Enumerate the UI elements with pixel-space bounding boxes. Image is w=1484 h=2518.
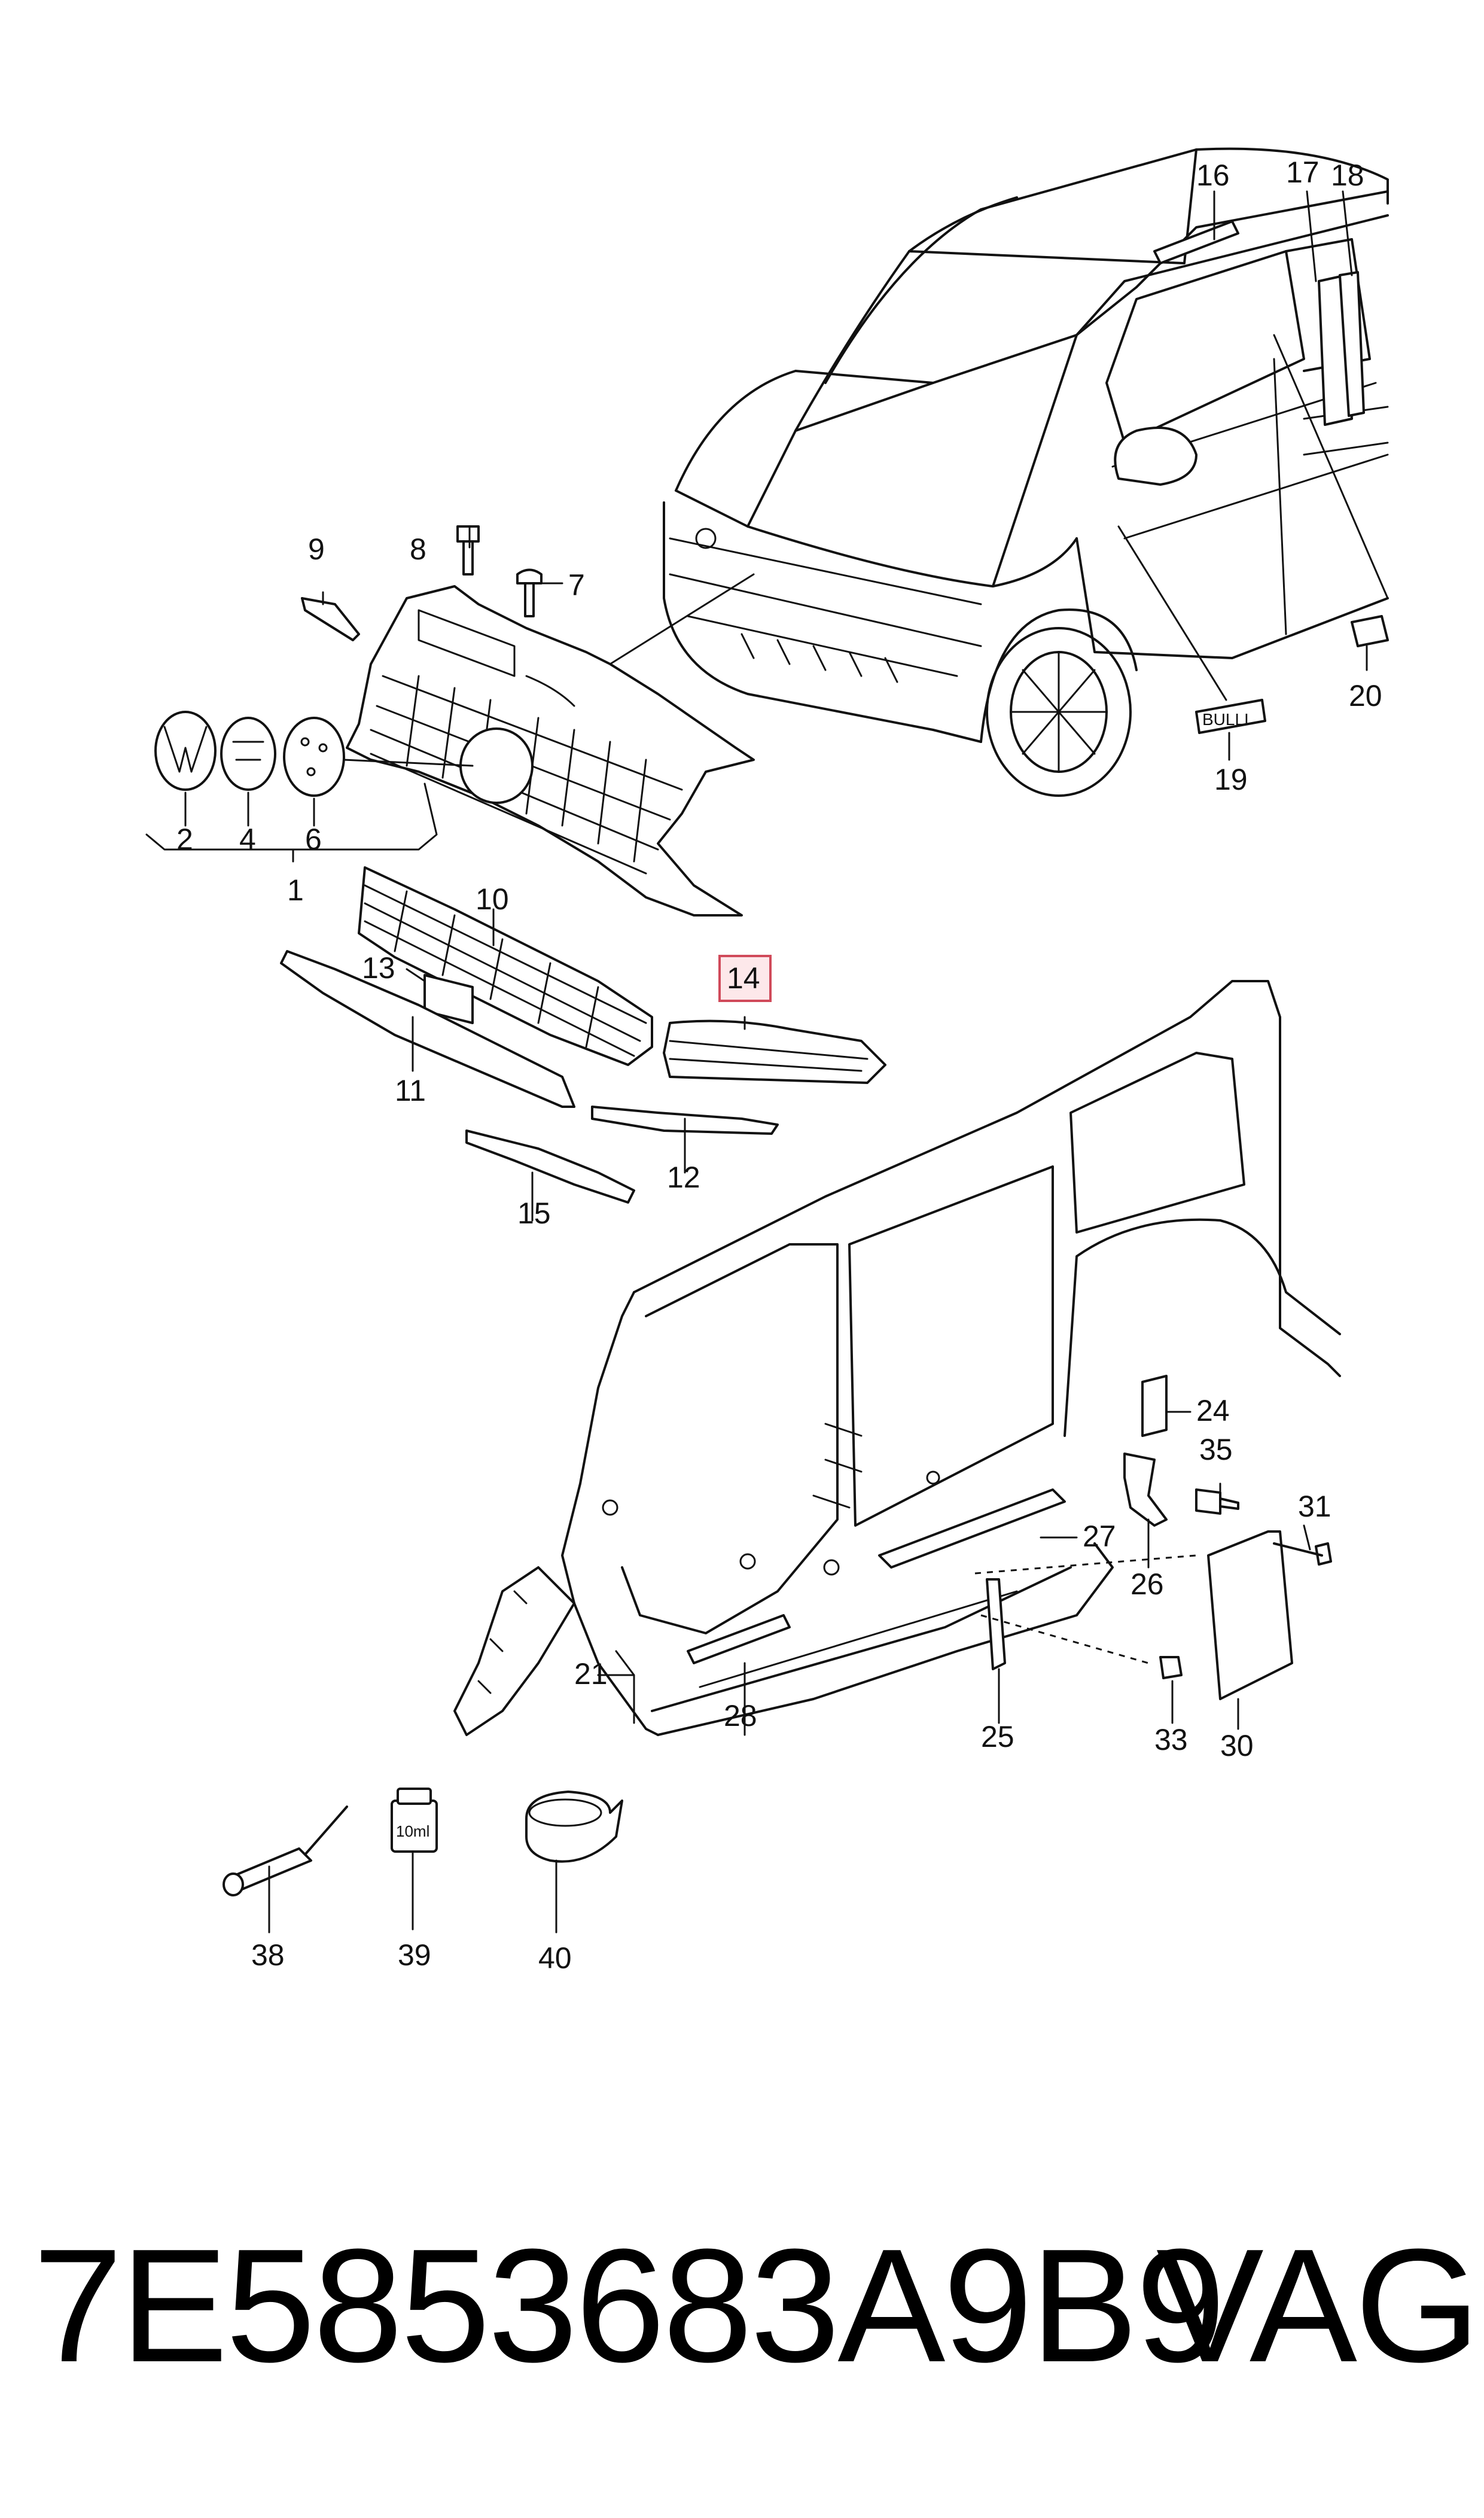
callout-40: 40 [538, 1941, 572, 1975]
callout-21: 21 [574, 1657, 608, 1691]
callout-27: 27 [1083, 1520, 1116, 1553]
callout-15: 15 [517, 1196, 551, 1230]
trim-strip-part-11 [280, 950, 575, 1108]
emblem-carrier-part-4 [220, 717, 276, 791]
bracket-part-9 [301, 597, 360, 641]
sill-trim-part-28 [687, 1614, 791, 1664]
grille-fasteners [301, 525, 543, 641]
screw-part-31 [1273, 1542, 1332, 1566]
emblem-base-part-6 [283, 717, 345, 797]
callout-2: 2 [176, 823, 193, 856]
callout-1: 1 [287, 873, 304, 907]
callout-33: 33 [1154, 1723, 1188, 1756]
parts-diagram: BULLI [145, 147, 1389, 1975]
screw-part-35 [1195, 1488, 1239, 1515]
callout-35: 35 [1199, 1433, 1233, 1466]
callout-16: 16 [1196, 159, 1230, 192]
plate-part-24 [1141, 1375, 1168, 1437]
leader-lines [145, 190, 1389, 1934]
lower-grilles [280, 866, 886, 1204]
brand-text: VAG [1156, 2216, 1480, 2396]
callout-6: 6 [305, 823, 322, 856]
callout-7: 7 [568, 568, 585, 602]
bolt-part-8 [456, 525, 480, 576]
callout-9: 9 [308, 532, 325, 566]
trim-strip-part-15 [465, 1129, 635, 1204]
callout-28: 28 [724, 1699, 757, 1733]
consumables: 10ml [223, 1788, 623, 1896]
callout-30: 30 [1220, 1729, 1254, 1762]
callout-4: 4 [239, 823, 256, 856]
sill-trim-part-27 [878, 1488, 1066, 1569]
part-number-text: 7E5853683A9B9 [33, 2216, 1226, 2396]
bottle-label-text: 10ml [396, 1822, 429, 1840]
lower-grille-part-10 [358, 866, 653, 1066]
callout-labels: 1 2 4 6 7 8 9 10 11 12 13 14 15 16 17 18… [176, 156, 1382, 1975]
main-grille [346, 585, 755, 917]
bracket-part-13 [423, 974, 474, 1024]
callout-12: 12 [667, 1161, 700, 1194]
callout-14-highlight [718, 955, 772, 1002]
mudflap-part-30 [1207, 1530, 1293, 1700]
callout-38: 38 [251, 1938, 285, 1972]
clip-part-7 [516, 568, 543, 617]
callout-14: 14 [727, 961, 760, 995]
callout-8: 8 [410, 532, 426, 566]
bulli-badge-text: BULLI [1202, 710, 1249, 729]
emblems [154, 711, 474, 797]
callout-17: 17 [1286, 156, 1320, 189]
nut-part-33 [1159, 1656, 1183, 1679]
callout-11: 11 [395, 1074, 426, 1107]
bracket-part-25 [986, 1578, 1006, 1670]
callout-18: 18 [1331, 159, 1364, 192]
callout-20: 20 [1349, 679, 1382, 713]
callout-19: 19 [1214, 763, 1248, 796]
bracket-part-26 [1123, 1453, 1168, 1527]
badge-part-20 [1351, 615, 1389, 647]
callout-25: 25 [981, 1720, 1014, 1753]
roof-trim-part-16 [1153, 220, 1239, 264]
callout-31: 31 [1298, 1490, 1331, 1523]
bulli-badge-part-19 [1195, 699, 1266, 734]
callout-26: 26 [1130, 1567, 1164, 1601]
callout-24: 24 [1196, 1394, 1230, 1427]
van-front-illustration [663, 147, 1389, 797]
side-grille-part-14 [663, 1019, 886, 1084]
body-side-frame [453, 980, 1341, 1736]
tape-roll-part-40 [525, 1791, 623, 1863]
callout-10: 10 [476, 882, 509, 916]
callout-39: 39 [398, 1938, 431, 1972]
callout-13: 13 [362, 951, 395, 985]
